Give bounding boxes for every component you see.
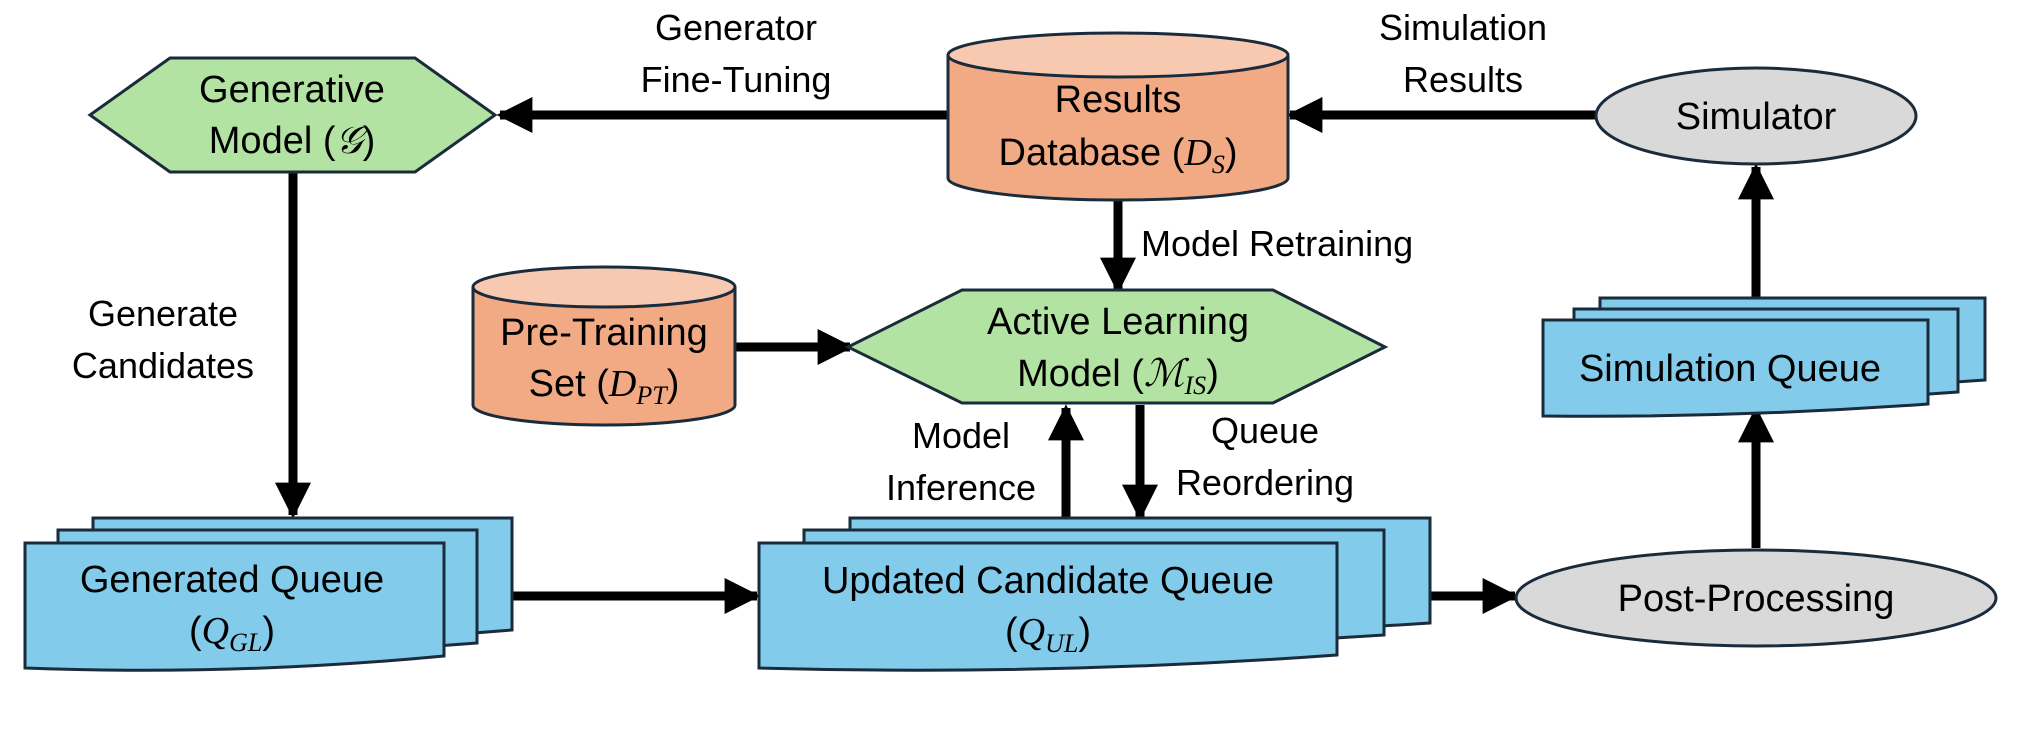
pretraining-set-body <box>471 287 737 427</box>
label-generate-candidates-1: Generate <box>88 293 238 334</box>
pretraining-set-node: Pre-Training Set (DPT) <box>471 265 737 427</box>
label-simulation-results-2: Results <box>1403 59 1523 100</box>
post-processing-label: Post-Processing <box>1618 578 1895 620</box>
svg-text:Model (ℳIS): Model (ℳIS) <box>1017 353 1219 400</box>
updated-queue-node: Updated Candidate Queue (QUL) <box>757 516 1432 672</box>
results-database-node: Results Database (DS) <box>946 31 1290 202</box>
active-learning-symbol: ℳ <box>1144 353 1190 395</box>
pretraining-set-line1: Pre-Training <box>500 312 708 354</box>
pretraining-set-top <box>471 265 737 309</box>
generated-queue-page-front <box>23 541 446 672</box>
updated-queue-subscript: UL <box>1045 629 1078 658</box>
label-model-inference-2: Inference <box>886 467 1036 508</box>
svg-text:Database (DS): Database (DS) <box>999 132 1238 179</box>
active-learning-node: Active Learning Model (ℳIS) <box>844 288 1389 405</box>
results-database-line2: Database ( <box>999 132 1185 174</box>
updated-queue-page-front <box>757 541 1339 672</box>
simulation-queue-page-front <box>1541 318 1930 418</box>
edge-labels: Generator Fine-Tuning Simulation Results… <box>72 7 1547 508</box>
generative-model-line2: Model ( <box>209 120 336 162</box>
generated-queue-open: ( <box>189 610 202 652</box>
svg-text:(QUL): (QUL) <box>1005 611 1091 658</box>
simulation-queue-label: Simulation Queue <box>1579 348 1881 390</box>
updated-queue-symbol: Q <box>1018 611 1045 653</box>
generated-queue-subscript: GL <box>229 628 262 657</box>
active-learning-shape <box>844 288 1389 405</box>
results-database-symbol: D <box>1183 132 1211 174</box>
generated-queue-node: Generated Queue (QGL) <box>23 516 514 672</box>
pretraining-set-line2: Set ( <box>529 363 610 405</box>
label-model-retraining: Model Retraining <box>1141 223 1413 264</box>
label-model-inference-1: Model <box>912 415 1010 456</box>
svg-text:(QGL): (QGL) <box>189 610 275 657</box>
svg-text:Model (𝒢): Model (𝒢) <box>209 120 375 162</box>
pretraining-set-subscript: PT <box>635 381 668 410</box>
results-database-body <box>946 55 1290 202</box>
generative-model-node: Generative Model (𝒢) <box>87 56 498 174</box>
label-generate-candidates-2: Candidates <box>72 345 254 386</box>
results-database-top <box>946 31 1290 79</box>
active-learning-close: ) <box>1206 353 1219 395</box>
simulator-node: Simulator <box>1594 66 1918 166</box>
updated-queue-line1: Updated Candidate Queue <box>822 560 1274 602</box>
simulator-shape <box>1594 66 1918 166</box>
label-generator-finetuning-2: Fine-Tuning <box>641 59 832 100</box>
label-simulation-results-1: Simulation <box>1379 7 1547 48</box>
active-learning-subscript: IS <box>1184 371 1207 400</box>
generative-model-shape <box>87 56 498 174</box>
generated-queue-line1: Generated Queue <box>80 559 384 601</box>
post-processing-node: Post-Processing <box>1514 548 1998 648</box>
label-generator-finetuning-1: Generator <box>655 7 817 48</box>
pretraining-set-symbol: D <box>608 363 636 405</box>
svg-text:Set (DPT): Set (DPT) <box>529 363 680 410</box>
simulation-queue-node: Simulation Queue <box>1541 296 1987 418</box>
generative-model-line1: Generative <box>199 69 385 111</box>
results-database-subscript: S <box>1212 150 1225 179</box>
label-queue-reordering-1: Queue <box>1211 410 1319 451</box>
updated-queue-open: ( <box>1005 611 1018 653</box>
results-database-line1: Results <box>1055 79 1182 121</box>
active-learning-line1: Active Learning <box>987 301 1249 343</box>
results-database-close: ) <box>1225 132 1238 174</box>
arrows <box>275 97 1774 614</box>
updated-queue-close: ) <box>1078 611 1091 653</box>
pretraining-set-close: ) <box>667 363 680 405</box>
active-learning-line2: Model ( <box>1017 353 1144 395</box>
generative-model-close: ) <box>363 120 376 162</box>
post-processing-shape <box>1514 548 1998 648</box>
generated-queue-symbol: Q <box>202 610 229 652</box>
label-queue-reordering-2: Reordering <box>1176 462 1354 503</box>
generated-queue-close: ) <box>262 610 275 652</box>
simulator-label: Simulator <box>1676 96 1837 138</box>
